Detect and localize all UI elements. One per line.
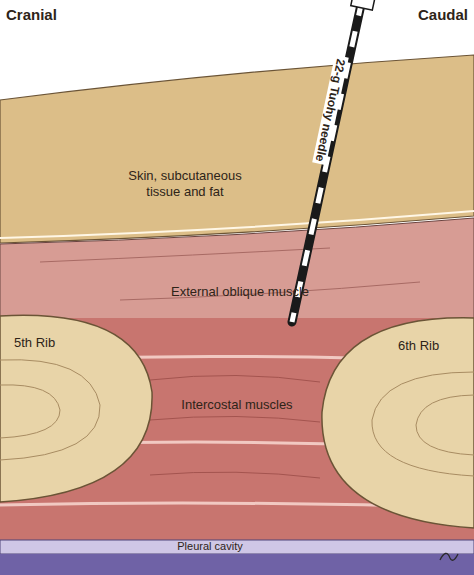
signature-mark <box>440 553 458 560</box>
muscle-fiber <box>120 282 420 300</box>
pleural-layer <box>0 540 474 554</box>
rib-bone <box>0 315 152 502</box>
lung-tissue <box>0 554 474 575</box>
bone-label: 6th Rib <box>398 338 468 354</box>
needle-shaft <box>292 0 362 322</box>
bone-ring <box>372 372 474 476</box>
direction-label: Caudal <box>378 6 468 24</box>
bone-ring <box>0 385 60 438</box>
bone-label: 5th Rib <box>14 335 94 351</box>
bone-ring <box>416 395 474 455</box>
bone-ring <box>0 360 100 460</box>
direction-label: Cranial <box>6 6 96 24</box>
muscle-fiber <box>40 248 330 262</box>
muscle-fiber <box>150 375 320 478</box>
layer-label: Skin, subcutaneous tissue and fat <box>110 168 260 199</box>
needle-hub <box>351 0 375 10</box>
layer-label: Pleural cavity <box>130 540 290 553</box>
needle-marking <box>292 0 362 322</box>
layer-label: Intercostal muscles <box>157 397 317 413</box>
rib-bone <box>322 318 474 528</box>
layer-label: External oblique muscle <box>130 284 350 300</box>
muscle-layer <box>0 218 474 324</box>
skin-layer <box>0 55 474 243</box>
